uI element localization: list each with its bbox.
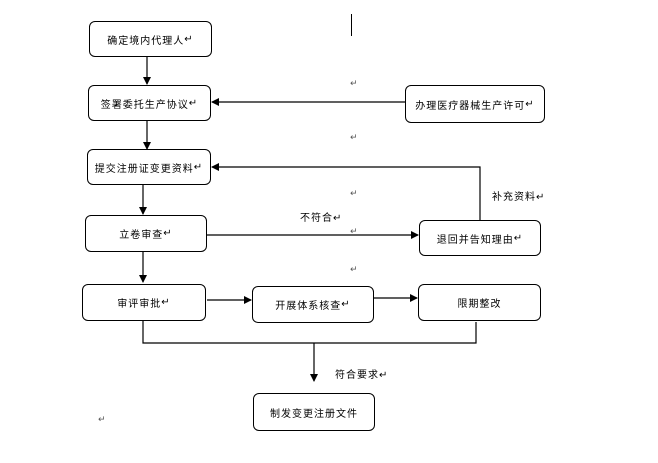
paragraph-mark: ↵ [184,33,194,45]
paragraph-mark: ↵ [188,97,199,109]
text-cursor [351,14,352,36]
paragraph-mark: ↵ [333,213,343,224]
paragraph-mark: ↵ [163,228,173,239]
node-submit-materials: 提交注册证变更资料↵ [87,149,211,185]
paragraph-mark: ↵ [513,232,524,244]
paragraph-mark: ↵ [161,297,171,308]
paragraph-mark: ↵ [350,79,358,89]
merge-bracket [142,320,477,344]
paragraph-mark: ↵ [350,265,358,275]
node-file-review: 立卷审查↵ [85,215,207,252]
node-return-notice: 退回并告知理由↵ [419,220,541,256]
paragraph-mark: ↵ [98,415,106,425]
node-file-review-label: 立卷审查 [119,230,164,241]
edge-label-supplement-text: 补充资料 [492,192,536,203]
paragraph-mark: ↵ [193,161,204,173]
paragraph-mark: ↵ [536,192,546,203]
paragraph-mark: ↵ [379,370,389,381]
node-production-license: 办理医疗器械生产许可↵ [405,85,545,123]
node-rectify: 限期整改 [418,284,541,321]
node-issue-document-label: 制发变更注册文件 [270,408,358,420]
node-evaluation-approval-label: 审评审批 [117,299,162,310]
node-evaluation-approval: 审评审批↵ [82,284,206,321]
node-determine-agent: 确定境内代理人↵ [89,21,212,57]
node-issue-document: 制发变更注册文件 [253,393,375,431]
paragraph-mark: ↵ [525,98,535,110]
edge-label-compliant-text: 符合要求 [335,370,379,381]
node-system-inspection-label: 开展体系核查 [275,301,342,312]
node-sign-agreement-label: 签署委托生产协议 [100,99,189,111]
arrow-return-to-submit [211,163,481,220]
node-return-notice-label: 退回并告知理由 [436,234,514,246]
node-system-inspection: 开展体系核查↵ [252,286,374,323]
paragraph-mark: ↵ [350,227,358,237]
paragraph-mark: ↵ [350,133,358,143]
edge-label-not-compliant-text: 不符合 [300,213,333,224]
node-rectify-label: 限期整改 [457,299,502,310]
edge-label-supplement: 补充资料↵ [492,188,545,203]
node-submit-materials-label: 提交注册证变更资料 [94,163,194,175]
edge-label-not-compliant: 不符合↵ [300,209,342,224]
node-production-license-label: 办理医疗器械生产许可 [415,100,526,112]
node-sign-agreement: 签署委托生产协议↵ [88,85,211,121]
edge-label-compliant: 符合要求↵ [335,366,388,381]
paragraph-mark: ↵ [350,189,358,199]
node-determine-agent-label: 确定境内代理人 [107,35,185,47]
paragraph-mark: ↵ [341,299,351,310]
